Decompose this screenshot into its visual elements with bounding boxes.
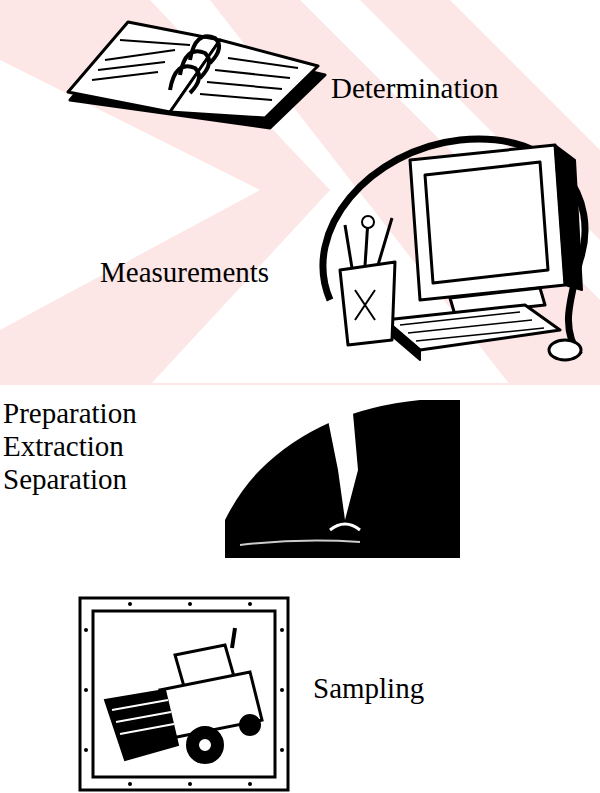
- illustration-label: Measurements: [100, 255, 269, 289]
- illustration-label: Preparation: [3, 396, 137, 430]
- computer: [323, 139, 585, 360]
- illustration-label: Extraction: [3, 429, 124, 463]
- framed-harvester: [80, 598, 288, 790]
- illustration-label: Sampling: [313, 671, 424, 705]
- illustration-label: Determination: [331, 71, 499, 105]
- watermark: [0, 0, 600, 385]
- illustration-label: Separation: [3, 462, 127, 496]
- lab-photo: [225, 400, 460, 558]
- planner-book: [68, 22, 325, 128]
